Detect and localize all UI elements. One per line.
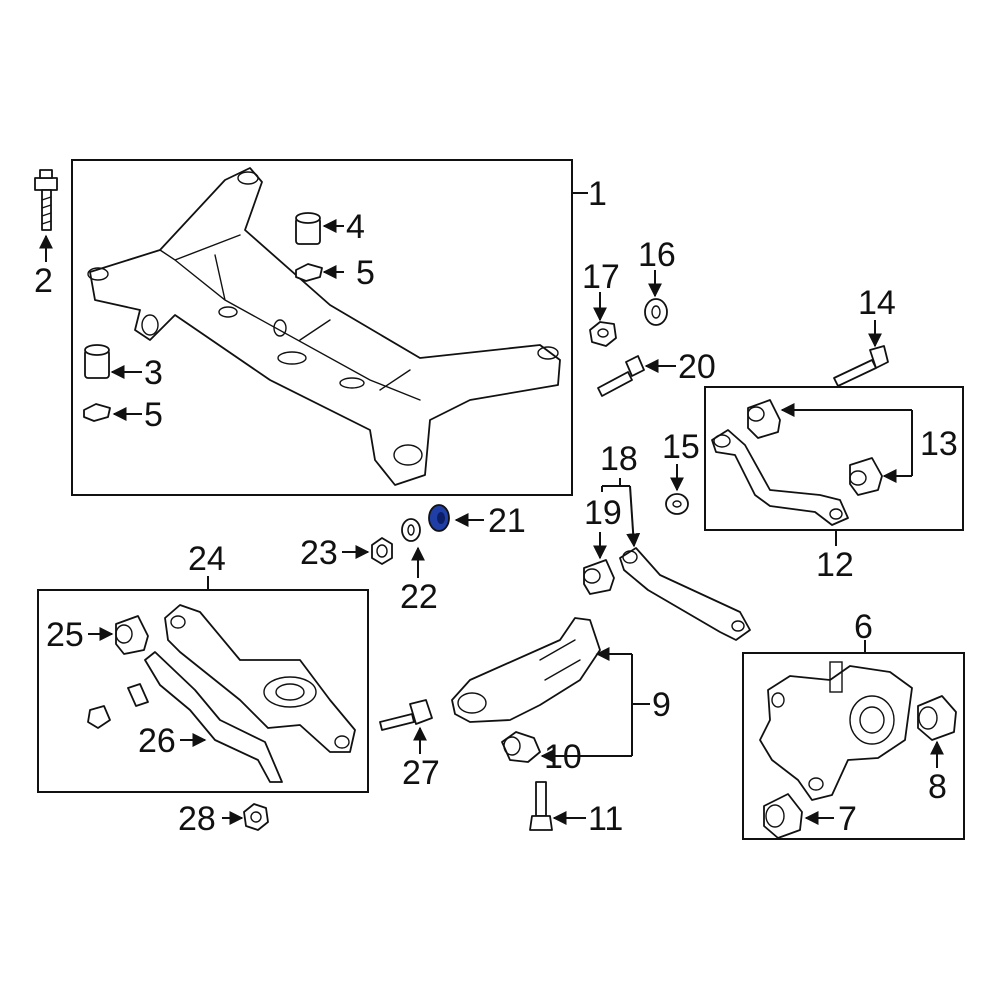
nut-part-23[interactable] xyxy=(371,537,393,565)
knuckle-group-box xyxy=(742,652,965,840)
highlighted-washer-part-21[interactable] xyxy=(428,504,450,532)
callout-25: 25 xyxy=(46,616,84,654)
callout-5-upper: 5 xyxy=(356,254,375,292)
lateral-link-part-18[interactable] xyxy=(619,547,751,641)
lower-arm-part-24[interactable] xyxy=(164,604,356,753)
callout-24: 24 xyxy=(188,540,226,578)
callout-16: 16 xyxy=(638,236,676,274)
callout-1: 1 xyxy=(588,175,607,213)
bolt-part-14[interactable] xyxy=(833,345,889,387)
callout-14: 14 xyxy=(858,284,896,322)
knuckle-bushing-part-8[interactable] xyxy=(917,695,957,741)
callout-18: 18 xyxy=(600,440,638,478)
washer-part-22[interactable] xyxy=(401,518,421,542)
callout-13: 13 xyxy=(920,425,958,463)
callout-21: 21 xyxy=(488,502,526,540)
callout-22: 22 xyxy=(400,578,438,616)
subframe-bolt-part[interactable] xyxy=(34,169,58,231)
callout-23: 23 xyxy=(300,534,338,572)
callout-8: 8 xyxy=(928,768,947,806)
trailing-arm-part-9[interactable] xyxy=(451,617,601,723)
upper-arm-group-box xyxy=(704,386,964,531)
callout-17: 17 xyxy=(582,258,620,296)
subframe-upper-bushing-part[interactable] xyxy=(295,212,321,245)
callout-6: 6 xyxy=(854,608,873,646)
callout-15: 15 xyxy=(662,428,700,466)
nut-part-17[interactable] xyxy=(589,321,617,347)
callout-9: 9 xyxy=(652,686,671,724)
lower-arm-shield-part-26[interactable] xyxy=(87,651,283,783)
callout-20: 20 xyxy=(678,348,716,386)
lower-arm-bushing-part-25[interactable] xyxy=(115,615,149,655)
callout-5-lower: 5 xyxy=(144,396,163,434)
callout-2: 2 xyxy=(34,262,53,300)
callout-28: 28 xyxy=(178,800,216,838)
trailing-arm-bushing-part-10[interactable] xyxy=(501,731,541,763)
callout-19: 19 xyxy=(584,494,622,532)
upper-arm-bushing-part-13[interactable] xyxy=(747,399,883,496)
bolt-part-20[interactable] xyxy=(597,355,645,397)
washer-part-15[interactable] xyxy=(665,493,689,515)
callout-10: 10 xyxy=(544,738,582,776)
callout-4: 4 xyxy=(346,208,365,246)
subframe-group-box xyxy=(71,159,573,496)
washer-part-16[interactable] xyxy=(644,298,668,326)
callout-11: 11 xyxy=(588,800,623,838)
subframe-bushing-part[interactable] xyxy=(84,344,110,379)
callout-3: 3 xyxy=(144,354,163,392)
callout-26: 26 xyxy=(138,722,176,760)
knuckle-bushing-part-7[interactable] xyxy=(763,793,803,839)
bolt-part-11[interactable] xyxy=(529,781,553,831)
link-bushing-part-19[interactable] xyxy=(583,559,615,595)
bolt-part-27[interactable] xyxy=(379,699,433,731)
subframe-part[interactable] xyxy=(87,167,561,486)
knuckle-part-6[interactable] xyxy=(759,661,913,801)
upper-arm-part-12[interactable] xyxy=(711,429,849,526)
callout-7: 7 xyxy=(838,800,857,838)
nut-part-28[interactable] xyxy=(243,803,269,831)
callout-27: 27 xyxy=(402,754,440,792)
lower-arm-group-box xyxy=(37,589,369,793)
callout-12: 12 xyxy=(816,546,854,584)
leader-lines xyxy=(39,192,944,825)
stopper-plate-part[interactable] xyxy=(83,263,323,422)
